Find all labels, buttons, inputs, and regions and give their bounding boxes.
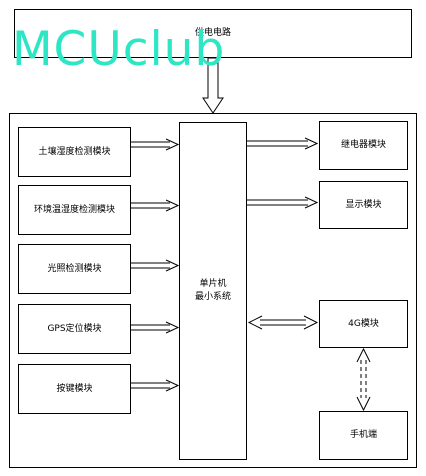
env-temp-humidity-label: 环境温湿度检测模块 [33, 204, 115, 215]
fourg-label: 4G模块 [348, 318, 379, 329]
fourg-bidirectional-arrow [247, 315, 319, 330]
keys-arrow [131, 379, 180, 392]
power-supply-label: 供电电路 [194, 28, 231, 38]
soil-arrow [131, 138, 180, 151]
wireless-link-arrow [356, 347, 371, 412]
power-supply-node: 供电电路 [14, 9, 412, 58]
soil-humidity-label: 土壤湿度检测模块 [38, 146, 111, 157]
power-arrow [202, 57, 224, 114]
relay-label: 继电器模块 [340, 140, 386, 150]
phone-node: 手机端 [319, 411, 408, 460]
env-temp-humidity-node: 环境温湿度检测模块 [18, 185, 131, 235]
relay-node: 继电器模块 [319, 121, 408, 170]
env-arrow [131, 199, 180, 212]
display-node: 显示模块 [319, 181, 408, 229]
mcu-label: 单片机 最小系统 [194, 279, 231, 302]
keys-node: 按键模块 [18, 364, 131, 414]
phone-label: 手机端 [349, 430, 377, 440]
relay-arrow [247, 137, 319, 150]
watermark-logo: MCUclub [12, 22, 226, 77]
display-arrow [247, 196, 319, 209]
gps-node: GPS定位模块 [18, 304, 131, 354]
gps-label: GPS定位模块 [47, 323, 102, 334]
soil-humidity-node: 土壤湿度检测模块 [18, 127, 131, 177]
light-detect-label: 光照检测模块 [47, 263, 102, 274]
gps-arrow [131, 321, 180, 334]
keys-label: 按键模块 [56, 383, 93, 394]
display-label: 显示模块 [345, 199, 382, 210]
fourg-node: 4G模块 [319, 300, 408, 348]
light-detect-node: 光照检测模块 [18, 244, 131, 294]
light-arrow [131, 259, 180, 272]
mcu-node: 单片机 最小系统 [179, 122, 247, 460]
